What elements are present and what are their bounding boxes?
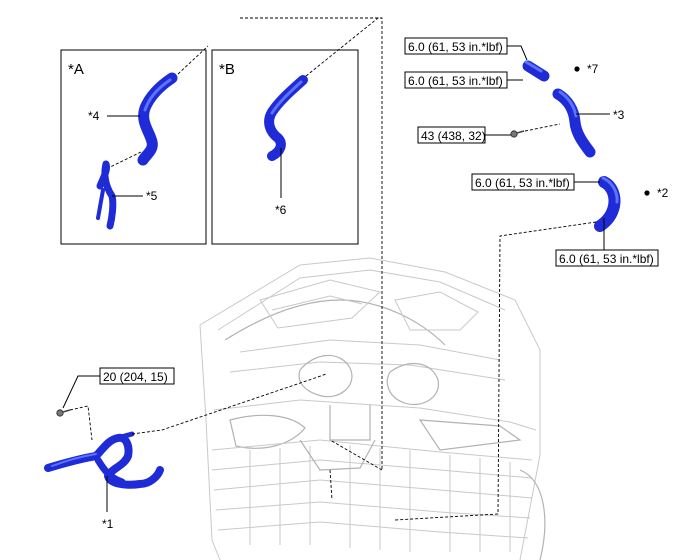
hose-3: [552, 88, 596, 158]
callout-1: *1: [102, 517, 114, 531]
torque-label-2: 6.0 (61, 53 in.*lbf): [408, 74, 503, 88]
callout-3: *3: [613, 108, 625, 122]
callout-5: *5: [146, 189, 158, 203]
inset-dashed-frame: [240, 17, 383, 501]
callout-4: *4: [88, 109, 100, 123]
bullet-2: [644, 190, 650, 196]
dashed-link-2: [394, 221, 597, 521]
leader-torque-1: [507, 45, 528, 61]
callout-6: *6: [275, 203, 287, 217]
hose-1: [44, 431, 164, 489]
torque-label-1: 6.0 (61, 53 in.*lbf): [408, 40, 503, 54]
callout-7: *7: [587, 62, 599, 76]
dashed-link-1: [131, 373, 327, 435]
hose-6-inset-b: [264, 75, 308, 161]
dashed-link-a-lower: [103, 151, 142, 171]
torque-label-5: 6.0 (61, 53 in.*lbf): [559, 252, 654, 266]
inset-a: *A *4 *5: [60, 45, 209, 245]
hose-2: [594, 176, 621, 232]
bullet-7: [574, 66, 580, 72]
dashed-link-a: [177, 45, 209, 75]
bolt-icon-3: [510, 130, 525, 138]
dashed-link-bolt: [524, 123, 561, 132]
bolt-icon-1: [56, 409, 71, 417]
inset-a-frame: [60, 49, 207, 245]
inset-b-title: *B: [219, 61, 235, 78]
dashed-link-bolt-1: [69, 405, 93, 441]
torque-label-3: 43 (438, 32): [421, 129, 486, 143]
torque-label-4: 6.0 (61, 53 in.*lbf): [475, 176, 570, 190]
leader-torque-6: [62, 375, 100, 409]
inset-a-title: *A: [68, 61, 84, 78]
callout-2: *2: [657, 186, 669, 200]
hose-5-inset-a: [96, 160, 117, 230]
hose-7: [522, 60, 550, 82]
engine-illustration: [199, 257, 546, 560]
hose-4-inset-a: [137, 72, 178, 166]
torque-box-5: [555, 249, 659, 267]
torque-label-6: 20 (204, 15): [103, 370, 168, 384]
inset-b: *B *6: [211, 17, 382, 245]
